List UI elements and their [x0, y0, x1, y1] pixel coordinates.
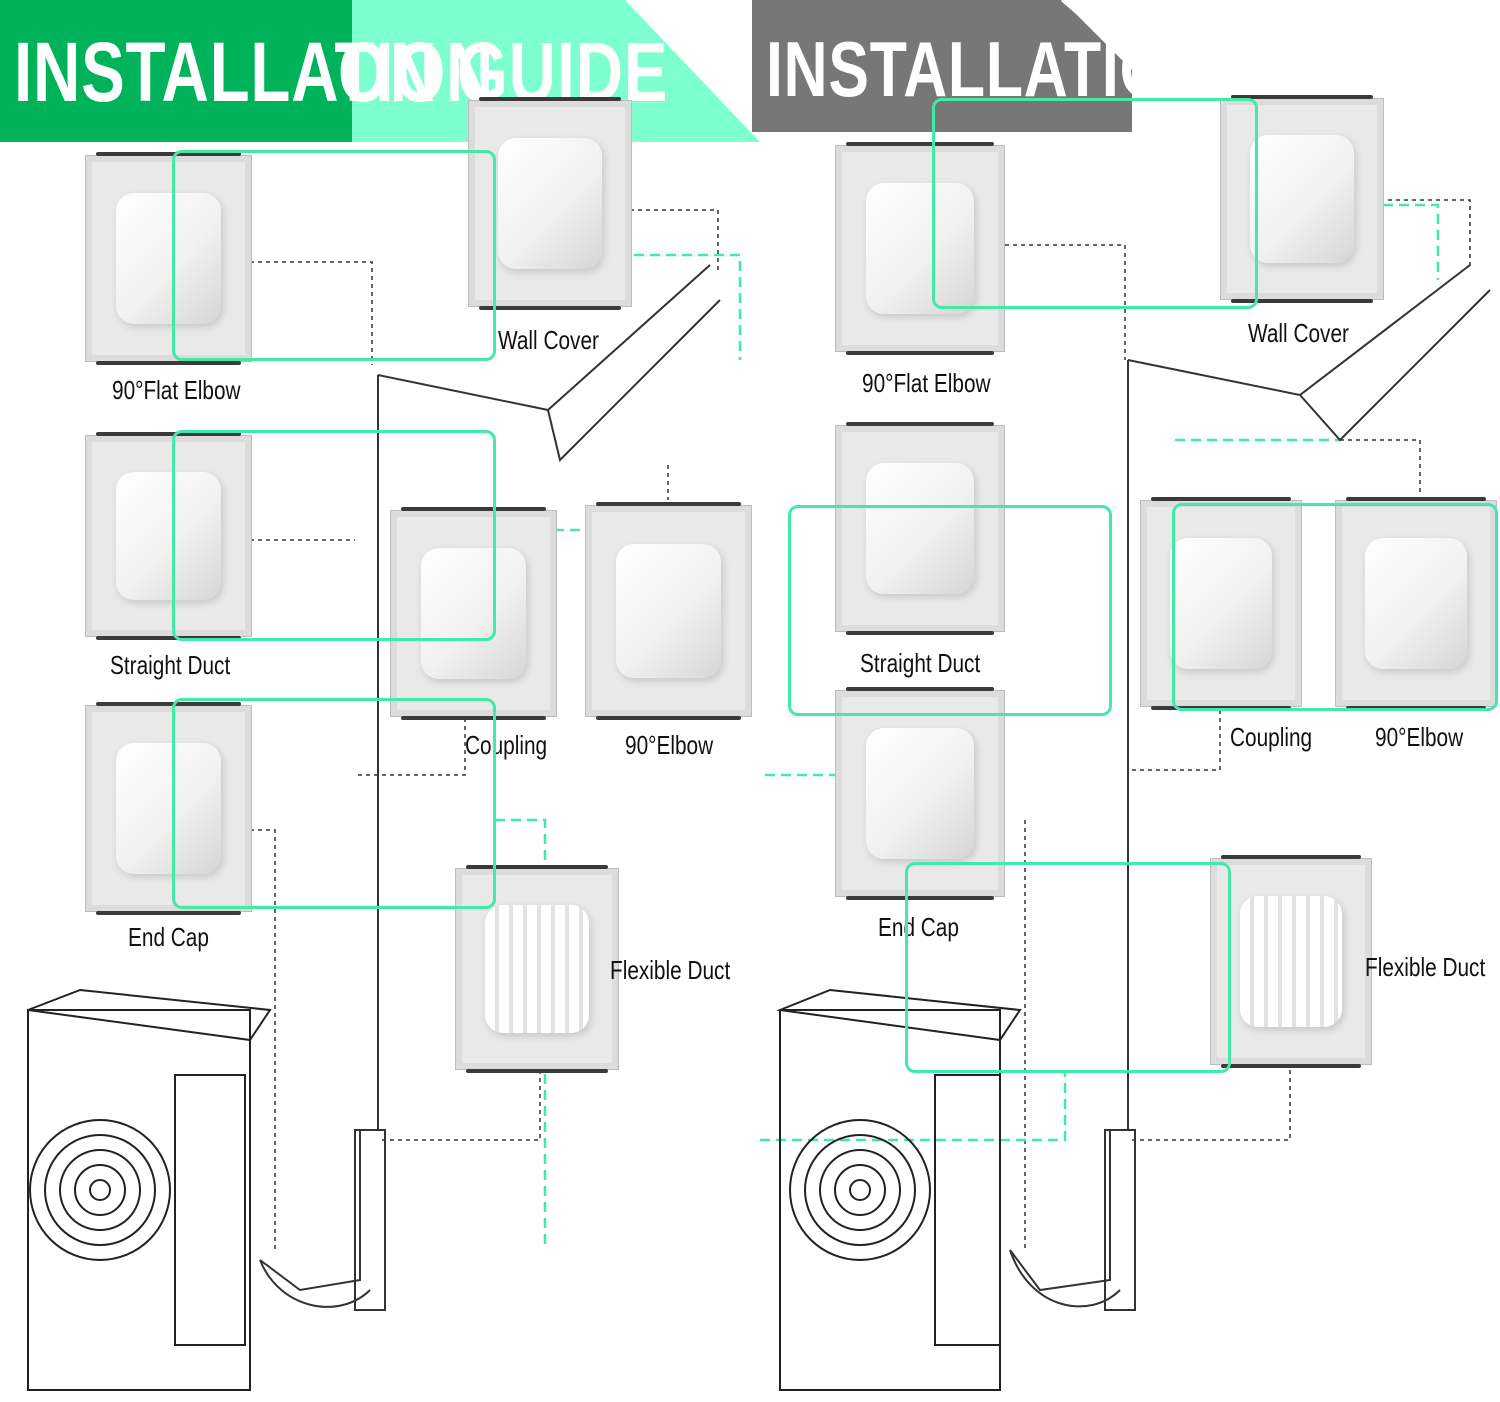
right-elbow-90-image — [1364, 537, 1468, 670]
left-banner-accent — [0, 0, 352, 142]
end-cap-label: End Cap — [128, 922, 209, 952]
straight-duct-image — [115, 472, 222, 600]
elbow-90-image — [615, 543, 722, 679]
wall-cover-label: Wall Cover — [498, 325, 599, 355]
right-wall-cover-label: Wall Cover — [1248, 318, 1349, 348]
right-flexible-duct-image — [1239, 895, 1343, 1028]
flexible-duct-label: Flexible Duct — [610, 955, 731, 985]
right-end-cap-label: End Cap — [878, 912, 959, 942]
highlight-frame — [788, 505, 1112, 716]
right-straight-duct-card — [835, 422, 1005, 635]
right-coupling-label: Coupling — [1230, 722, 1313, 752]
highlight-frame — [172, 698, 496, 909]
highlight-frame — [172, 150, 496, 361]
elbow-90-label: 90°Elbow — [625, 730, 714, 760]
right-wall-cover-card — [1220, 95, 1384, 303]
flat-elbow-card — [85, 152, 252, 365]
right-elbow-90-card — [1335, 497, 1497, 710]
right-coupling-image — [1169, 537, 1273, 670]
elbow-90-card — [585, 502, 752, 720]
right-end-cap-image — [866, 727, 974, 860]
straight-duct-card — [85, 432, 252, 640]
right-flat-elbow-label: 90°Flat Elbow — [862, 368, 991, 398]
end-cap-image — [115, 742, 222, 875]
right-flat-elbow-card — [835, 142, 1005, 355]
flexible-duct-card — [455, 865, 619, 1073]
highlight-frame — [1172, 503, 1498, 711]
flat-elbow-image — [115, 192, 222, 325]
wall-cover-image — [498, 137, 602, 270]
right-elbow-90-label: 90°Elbow — [1375, 722, 1464, 752]
right-flexible-duct-label: Flexible Duct — [1365, 952, 1486, 982]
end-cap-card — [85, 702, 252, 915]
right-flat-elbow-image — [866, 182, 974, 315]
coupling-image — [420, 547, 527, 680]
right-flexible-duct-card — [1210, 855, 1372, 1068]
highlight-frame — [905, 862, 1231, 1073]
highlight-frame — [172, 430, 496, 641]
flexible-duct-image — [485, 905, 589, 1033]
left-guide-title: INSTALLATION — [14, 25, 495, 119]
straight-duct-label: Straight Duct — [110, 650, 231, 680]
flat-elbow-label: 90°Flat Elbow — [112, 375, 241, 405]
coupling-card — [390, 507, 557, 720]
coupling-label: Coupling — [465, 730, 548, 760]
highlight-frame — [932, 98, 1258, 309]
right-straight-duct-image — [866, 462, 974, 595]
right-straight-duct-label: Straight Duct — [860, 648, 981, 678]
right-coupling-card — [1140, 497, 1302, 710]
right-wall-cover-image — [1250, 135, 1354, 263]
